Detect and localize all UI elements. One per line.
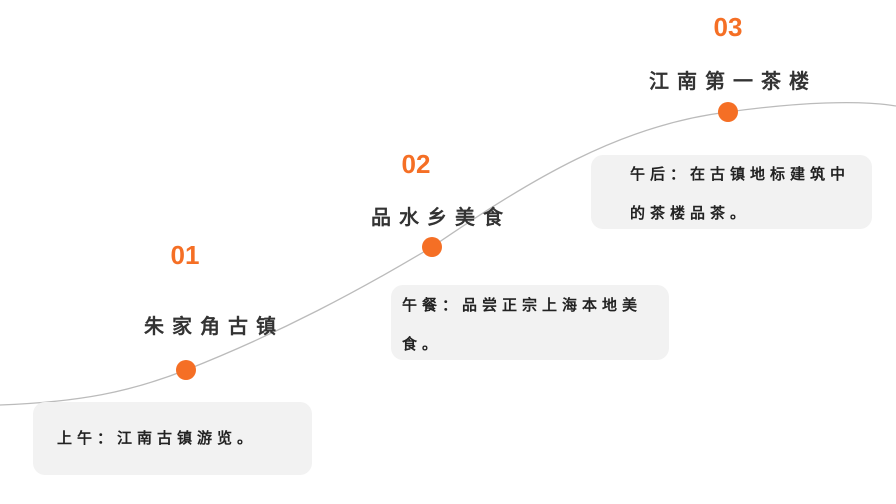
timeline-dot-2: [422, 237, 442, 257]
stop-number-3: 03: [713, 12, 743, 42]
stop-desc-box-1: 上午：江南古镇游览。: [33, 402, 312, 475]
timeline-dot-1: [176, 360, 196, 380]
stop-title-3: 江南第一茶楼: [649, 69, 817, 93]
stop-number-2: 02: [401, 149, 431, 179]
stop-desc-box-2: 午餐：品尝正宗上海本地美食。: [391, 285, 669, 360]
stop-desc-1: 上午：江南古镇游览。: [57, 429, 258, 447]
stop-title-1: 朱家角古镇: [144, 314, 284, 338]
stop-desc-2: 午餐：品尝正宗上海本地美食。: [402, 296, 643, 353]
stop-number-1: 01: [170, 240, 200, 270]
timeline-dot-3: [718, 102, 738, 122]
stop-desc-3: 午后：在古镇地标建筑中的茶楼品茶。: [630, 165, 851, 222]
stop-desc-box-3: 午后：在古镇地标建筑中的茶楼品茶。: [591, 155, 872, 229]
stop-title-2: 品水乡美食: [371, 205, 511, 229]
